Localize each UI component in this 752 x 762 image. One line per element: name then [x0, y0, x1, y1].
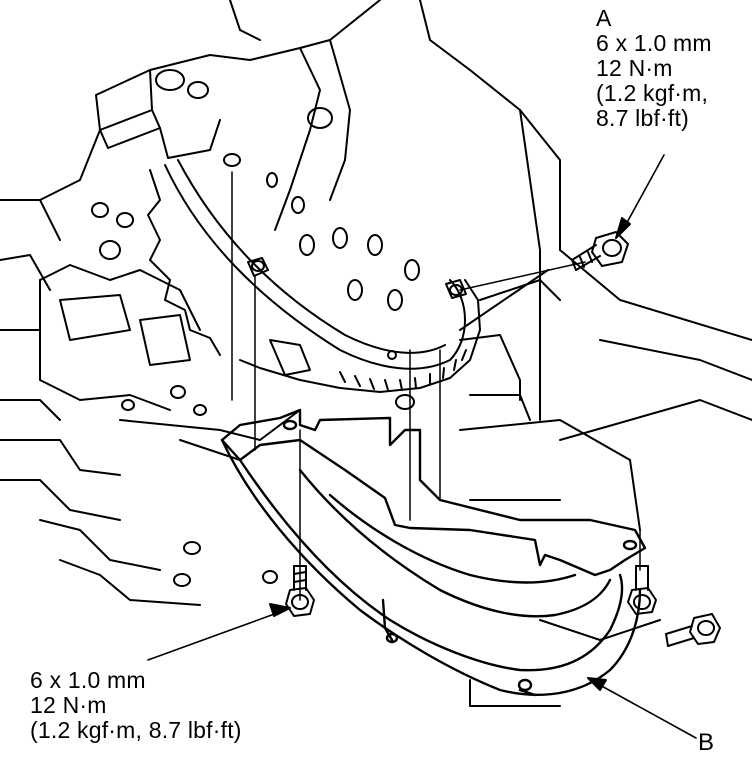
bolt-left: [285, 565, 315, 617]
leader-arrow-b: [587, 677, 697, 739]
leader-arrow-left: [147, 603, 291, 661]
guide-lines: [231, 171, 641, 601]
leader-arrow-a: [615, 154, 665, 239]
callout-a-torque-nm: 12 N·m: [596, 55, 673, 81]
callout-left-torque-other: (1.2 kgf·m, 8.7 lbf·ft): [30, 717, 242, 743]
callout-a-torque-kgf: (1.2 kgf·m,: [596, 80, 709, 106]
callout-left-size: 6 x 1.0 mm: [30, 667, 146, 693]
callout-a: A 6 x 1.0 mm 12 N·m (1.2 kgf·m, 8.7 lbf·…: [596, 6, 712, 131]
label-b: B: [698, 729, 715, 756]
engine-block: [0, 202, 561, 606]
callout-left-torque-nm: 12 N·m: [30, 692, 107, 718]
callout-a-torque-lbf: 8.7 lbf·ft): [596, 105, 689, 131]
bolt-a: [571, 231, 629, 271]
bolt-right-upper: [627, 565, 657, 615]
upper-housing: [0, 0, 561, 291]
callout-a-size: 6 x 1.0 mm: [596, 30, 712, 56]
lower-cover-B: [220, 408, 647, 697]
bolt-right-lower: [665, 613, 721, 647]
drive-plate: [147, 153, 481, 410]
plate-bolt-left: [247, 257, 269, 277]
right-structure: [459, 109, 752, 707]
callout-left: 6 x 1.0 mm 12 N·m (1.2 kgf·m, 8.7 lbf·ft…: [30, 668, 242, 743]
callout-a-letter: A: [596, 5, 612, 31]
